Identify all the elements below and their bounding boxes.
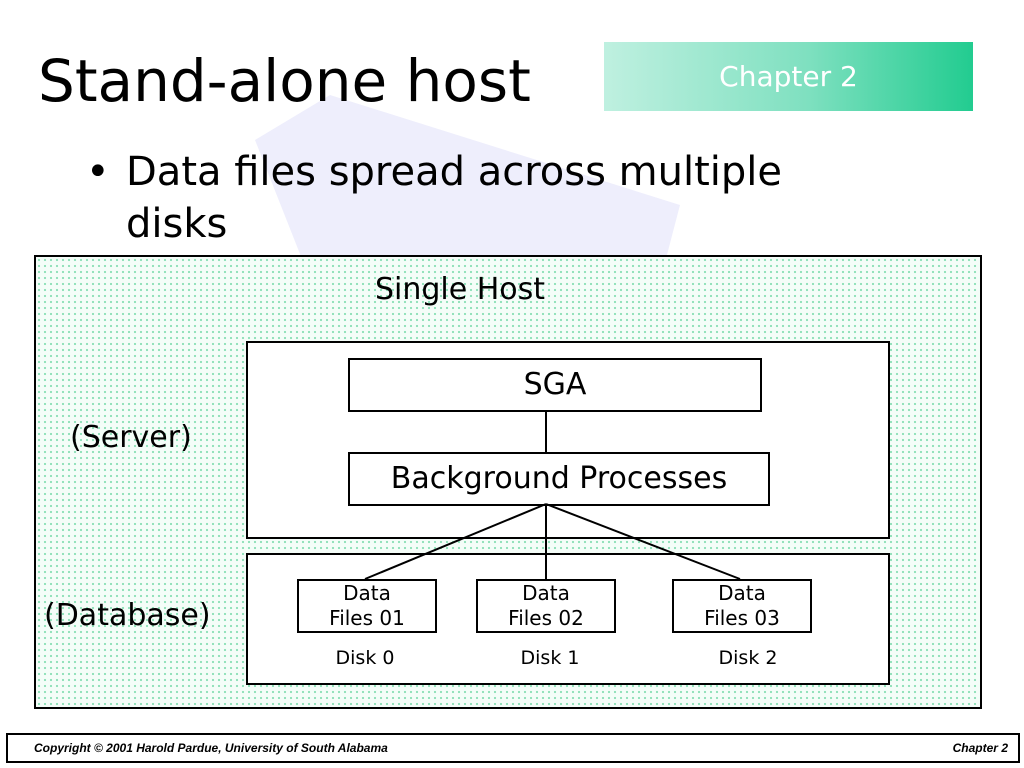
footer-chapter: Chapter 2 bbox=[952, 741, 1008, 755]
disk-1-label: Disk 1 bbox=[520, 647, 580, 669]
data-files-02-line1: Data bbox=[522, 581, 570, 605]
background-processes-box: Background Processes bbox=[348, 452, 770, 506]
server-label: (Server) bbox=[70, 420, 192, 455]
data-files-01-line1: Data bbox=[343, 581, 391, 605]
chapter-tag: Chapter 2 bbox=[604, 42, 973, 111]
data-files-01-line2: Files 01 bbox=[329, 606, 405, 630]
bullet-icon: • bbox=[86, 149, 110, 195]
disk-0-label: Disk 0 bbox=[335, 647, 395, 669]
data-files-03-line1: Data bbox=[718, 581, 766, 605]
host-label: Single Host bbox=[374, 272, 546, 307]
data-files-03-box: Data Files 03 bbox=[672, 579, 812, 633]
data-files-03-line2: Files 03 bbox=[704, 606, 780, 630]
footer-bar: Copyright © 2001 Harold Pardue, Universi… bbox=[6, 733, 1020, 763]
bullet-item: • Data files spread across multiple disk… bbox=[86, 146, 846, 250]
footer-copyright: Copyright © 2001 Harold Pardue, Universi… bbox=[34, 741, 388, 755]
database-label: (Database) bbox=[44, 598, 211, 633]
disk-2-label: Disk 2 bbox=[718, 647, 778, 669]
data-files-02-line2: Files 02 bbox=[508, 606, 584, 630]
bullet-text: Data files spread across multiple disks bbox=[126, 149, 782, 247]
data-files-01-box: Data Files 01 bbox=[297, 579, 437, 633]
data-files-02-box: Data Files 02 bbox=[476, 579, 616, 633]
sga-box: SGA bbox=[348, 358, 762, 412]
slide-title: Stand-alone host bbox=[38, 47, 531, 115]
